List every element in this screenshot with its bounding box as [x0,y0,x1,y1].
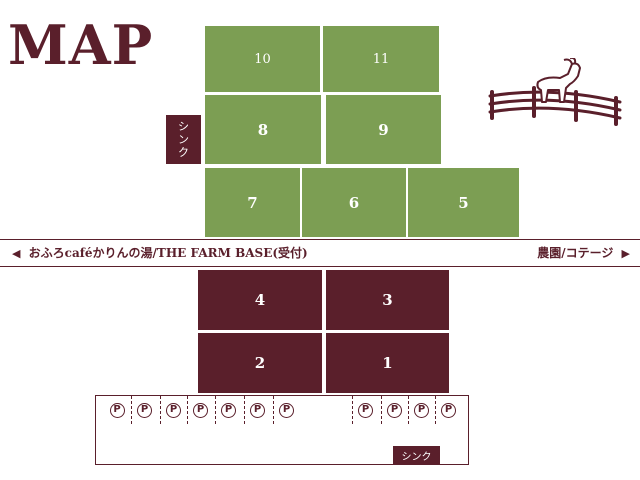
sink-label-upper: シ ン ク [166,115,201,164]
parking-space[interactable]: P [352,396,378,424]
parking-icon: P [358,402,373,418]
plot-10[interactable]: 10 [205,26,320,92]
sink-char: ク [178,146,189,159]
right-arrow-icon: ▶ [621,247,630,260]
plot-8[interactable]: 8 [205,95,321,164]
plot-11[interactable]: 11 [323,26,439,92]
sink-char: ン [178,133,189,146]
parking-icon: P [221,402,236,418]
parking-space[interactable]: P [215,396,241,424]
parking-icon: P [137,402,152,418]
plot-7[interactable]: 7 [205,168,300,237]
sink-label-lower: シンク [393,446,440,465]
parking-space[interactable]: P [104,396,130,424]
parking-icon: P [279,402,294,418]
parking-space[interactable]: P [408,396,434,424]
parking-space[interactable]: P [187,396,213,424]
parking-area: P P P P P P P P P P P シンク [95,395,469,465]
road-right-direction[interactable]: 農園/コテージ ▶ [537,244,634,261]
parking-space[interactable]: P [244,396,270,424]
plot-5[interactable]: 5 [408,168,519,237]
left-arrow-icon: ◀ [12,247,21,260]
map-title: MAP [8,13,154,77]
plot-9[interactable]: 9 [326,95,441,164]
parking-icon: P [414,402,429,418]
parking-icon: P [109,402,125,418]
parking-space[interactable]: P [131,396,157,424]
parking-space[interactable]: P [381,396,407,424]
parking-icon: P [441,402,456,418]
sink-char: シ [178,120,189,133]
road-left-label: おふろcaféかりんの湯/THE FARM BASE(受付) [28,246,308,260]
road-direction-bar: ◀ おふろcaféかりんの湯/THE FARM BASE(受付) 農園/コテージ… [0,239,640,267]
road-right-label: 農園/コテージ [537,246,614,260]
parking-space[interactable]: P [435,396,461,424]
parking-icon: P [387,402,402,418]
parking-space[interactable]: P [160,396,186,424]
goat-fence-icon [488,58,622,126]
plot-2[interactable]: 2 [198,333,322,393]
road-left-direction[interactable]: ◀ おふろcaféかりんの湯/THE FARM BASE(受付) [8,244,308,261]
plot-3[interactable]: 3 [326,270,449,330]
plot-6[interactable]: 6 [302,168,406,237]
parking-space[interactable]: P [273,396,299,424]
plot-1[interactable]: 1 [326,333,449,393]
parking-icon: P [166,402,181,418]
parking-icon: P [193,402,208,418]
plot-4[interactable]: 4 [198,270,322,330]
parking-icon: P [250,402,265,418]
